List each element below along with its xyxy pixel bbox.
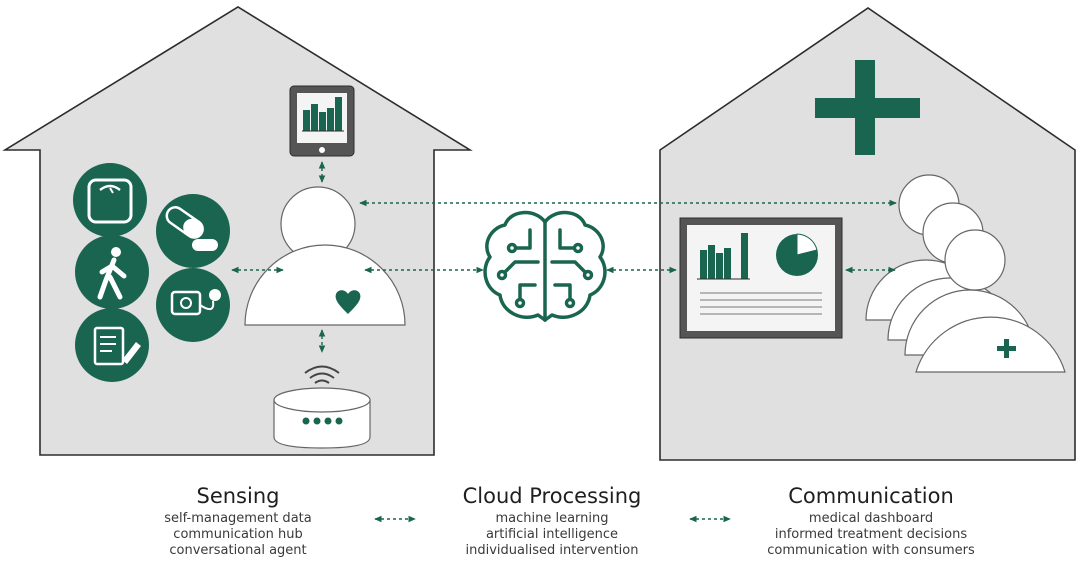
tablet-icon [289,85,355,157]
medical-cross-icon [815,60,920,155]
cloud-line-1: machine learning [495,511,609,526]
sensing-line-1: self-management data [164,511,312,526]
notes-icon [75,308,149,382]
home-house [2,6,473,456]
smart-speaker-icon [273,365,371,449]
consumer-person [244,186,406,326]
medical-dashboard-board [679,217,843,339]
communication-title: Communication [788,484,954,508]
communication-line-1: medical dashboard [808,511,934,526]
communication-line-2: informed treatment decisions [774,527,968,542]
walking-icon [75,235,149,309]
clinicians-group [865,174,1066,373]
communication-caption: Communication medical dashboard informed… [746,484,996,559]
cloud-caption: Cloud Processing machine learning artifi… [432,484,672,559]
scale-icon [73,163,147,237]
pills-icon [156,194,230,268]
sensing-line-2: communication hub [173,527,303,542]
cloud-line-3: individualised intervention [465,543,639,558]
sensing-line-3: conversational agent [169,543,307,558]
blood-pressure-icon [156,268,230,342]
communication-line-3: communication with consumers [767,543,975,558]
cloud-title: Cloud Processing [462,484,642,508]
cloud-line-2: artificial intelligence [485,527,619,542]
small-cross-icon [997,339,1016,358]
heart-icon [335,290,361,314]
sensing-title: Sensing [196,484,280,508]
sensing-caption: Sensing self-management data communicati… [128,484,348,559]
brain-circuit-icon [483,210,607,322]
